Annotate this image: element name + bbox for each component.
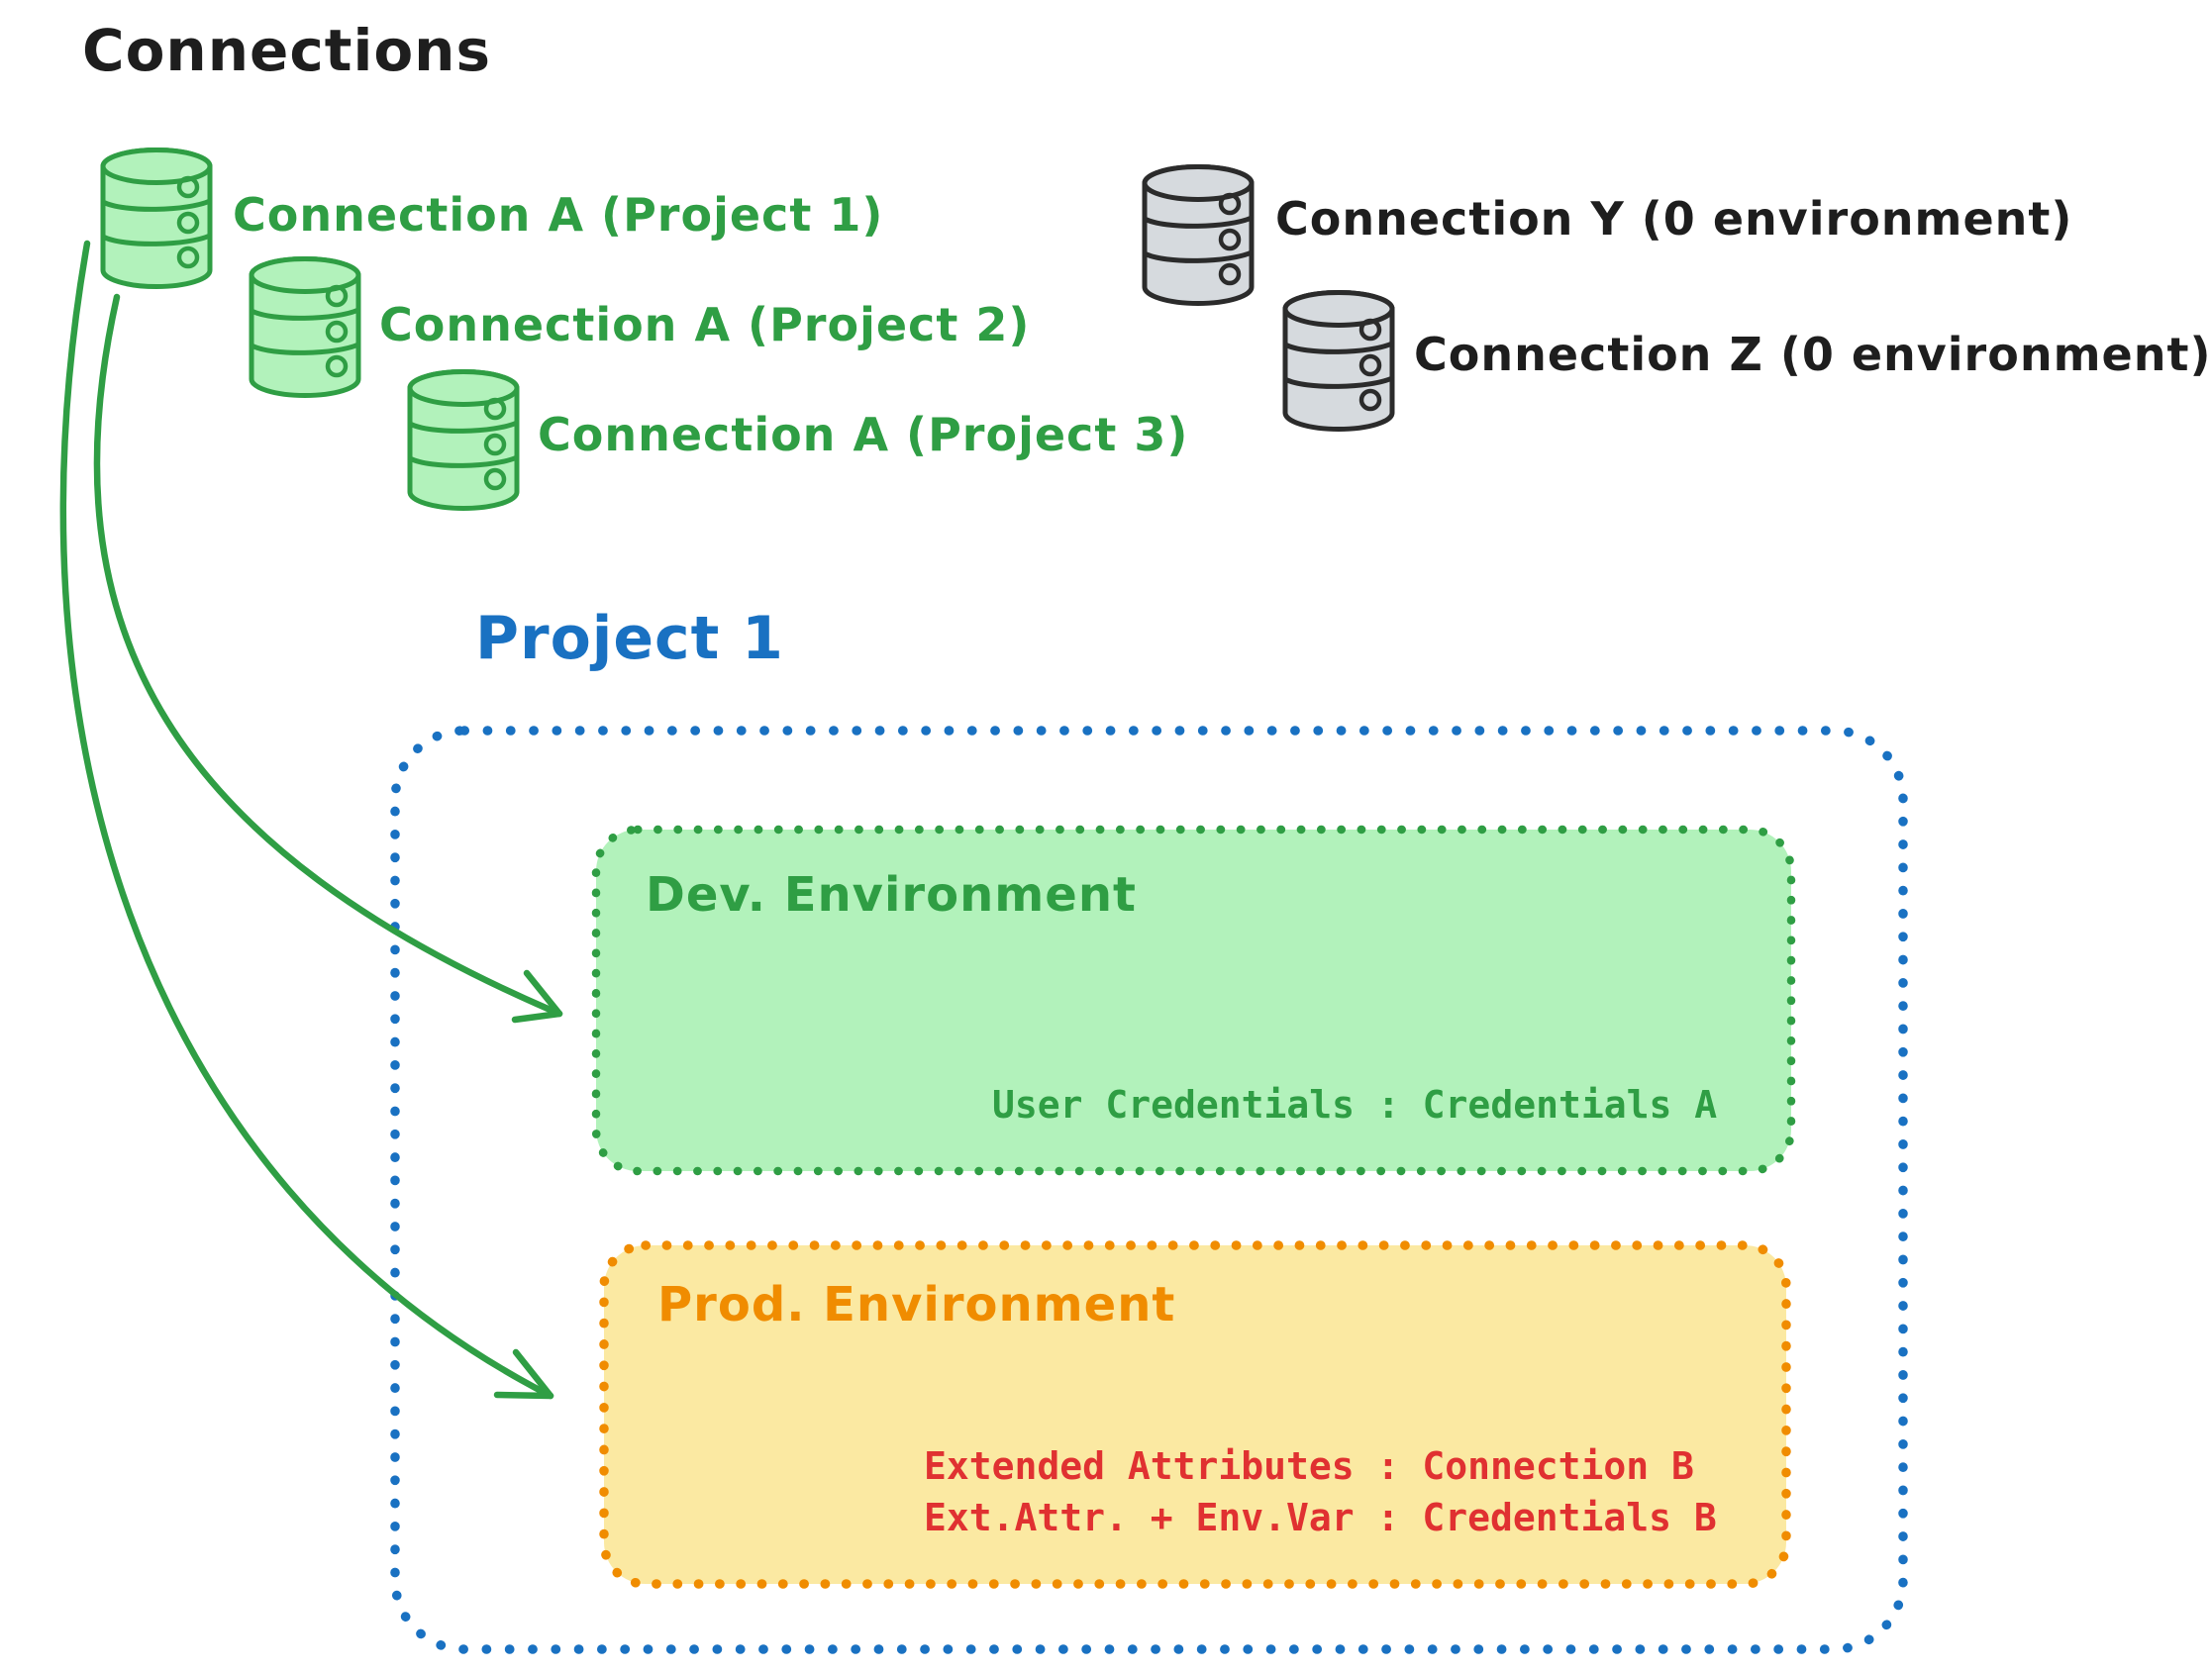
prod-environment-box bbox=[599, 1240, 1791, 1589]
connection-z-label: Connection Z (0 environment) bbox=[1414, 328, 2212, 381]
connection-a-project3-label: Connection A (Project 3) bbox=[538, 408, 1189, 461]
connection-a-project1-label: Connection A (Project 1) bbox=[233, 188, 884, 242]
connection-y-label: Connection Y (0 environment) bbox=[1275, 192, 2073, 246]
prod-mapping-line-2: Ext.Attr. + Env.Var : Credentials B bbox=[924, 1496, 1717, 1539]
dev-credentials-mapping: User Credentials : Credentials A bbox=[992, 1083, 1718, 1127]
dev-environment-box bbox=[591, 825, 1796, 1176]
database-icon bbox=[103, 149, 210, 287]
project1-container-border bbox=[390, 726, 1908, 1654]
database-icon bbox=[1285, 292, 1392, 430]
connection-a-project2-label: Connection A (Project 2) bbox=[379, 298, 1031, 351]
page-title: Connections bbox=[82, 17, 491, 84]
project1-title: Project 1 bbox=[475, 604, 784, 673]
dev-environment-title: Dev. Environment bbox=[646, 867, 1137, 923]
arrow-connection-a-to-prod bbox=[59, 240, 554, 1400]
database-icon bbox=[251, 258, 358, 396]
database-icon bbox=[410, 371, 517, 509]
database-icon bbox=[1145, 166, 1252, 304]
prod-mapping-line-1: Extended Attributes : Connection B bbox=[924, 1444, 1694, 1488]
prod-environment-title: Prod. Environment bbox=[657, 1277, 1176, 1332]
arrow-connection-a-to-dev bbox=[93, 293, 563, 1024]
